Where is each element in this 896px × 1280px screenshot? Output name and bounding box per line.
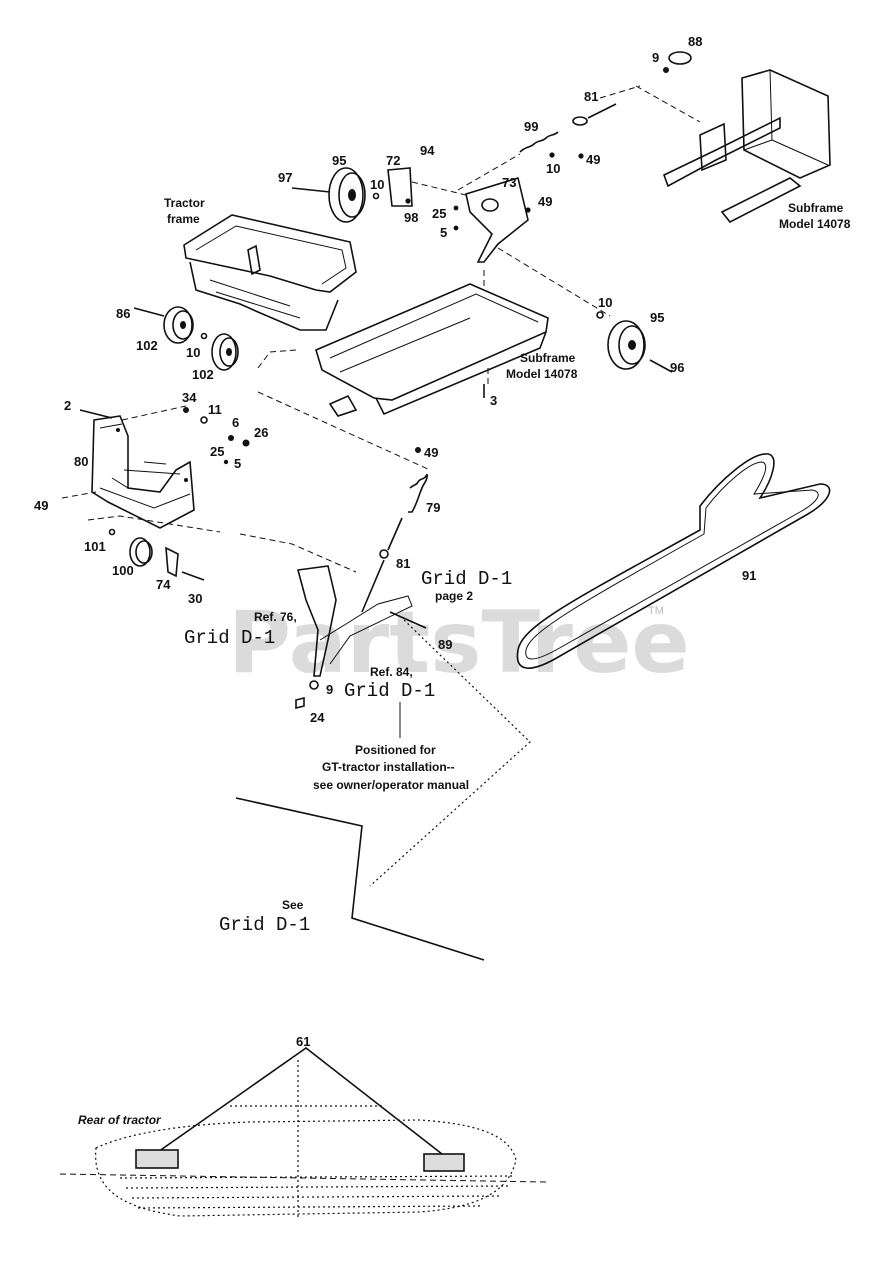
callout-26: 26 [254,425,268,440]
callout-10: 10 [370,177,384,192]
callout-79: 79 [426,500,440,515]
callout-72: 72 [386,153,400,168]
callout-74: 74 [156,577,171,592]
callout-10: 10 [186,345,200,360]
callout-99: 99 [524,119,538,134]
callout-49: 49 [34,498,48,513]
subframe-top-right-drawing [599,69,831,224]
callout-102: 102 [192,367,214,382]
callout-10: 10 [546,161,560,176]
callout-81: 81 [584,89,598,104]
lever-linkage-drawing [239,391,531,887]
watermark: PartsTree [228,593,690,693]
callout-88: 88 [688,34,702,49]
note-positioned-2: GT-tractor installation-- [322,760,455,774]
note-positioned-3: see owner/operator manual [313,778,469,792]
callout-102: 102 [136,338,158,353]
callout-6: 6 [232,415,239,430]
callout-61: 61 [296,1034,310,1049]
callout-101: 101 [84,539,106,554]
callout-49: 49 [538,194,552,209]
label-subframe-top-1: Subframe [788,201,844,215]
idler-pulley-right-drawing [497,247,673,373]
callout-25: 25 [210,444,224,459]
callout-96: 96 [670,360,684,375]
break-lines-drawing [235,797,485,961]
callout-89: 89 [438,637,452,652]
callout-80: 80 [74,454,88,469]
label-ref76: Ref. 76, [254,610,297,624]
note-positioned-1: Positioned for [355,743,436,757]
callout-86: 86 [116,306,130,321]
label-grid-ref84: Grid D-1 [344,680,435,702]
label-ref84: Ref. 84, [370,665,413,679]
callout-95: 95 [332,153,346,168]
callout-24: 24 [310,710,325,725]
callout-91: 91 [742,568,756,583]
label-subframe-top-2: Model 14078 [779,217,851,231]
callout-10: 10 [598,295,612,310]
trademark: TM [648,605,664,617]
callout-9: 9 [652,50,659,65]
hardware-top-drawing [457,51,692,191]
rear-of-tractor-drawing [59,1047,547,1220]
callout-94: 94 [420,143,435,158]
callout-73: 73 [502,175,516,190]
callout-3: 3 [490,393,497,408]
subframe-mid-drawing [315,270,549,417]
callout-2: 2 [64,398,71,413]
idler-pulley-top-drawing [291,167,531,263]
pulley-100-drawing [108,528,205,581]
label-grid-ref76: Grid D-1 [184,627,275,649]
callout-49: 49 [424,445,438,460]
label-see: See [282,898,304,912]
tractor-frame-drawing [183,214,357,369]
callout-97: 97 [278,170,292,185]
label-grid-see: Grid D-1 [219,914,310,936]
callout-30: 30 [188,591,202,606]
callout-81: 81 [396,556,410,571]
label-page2: page 2 [435,589,473,603]
callout-100: 100 [112,563,134,578]
callout-49: 49 [586,152,600,167]
pulleys-left-drawing [133,306,239,371]
callout-5: 5 [234,456,241,471]
callout-98: 98 [404,210,418,225]
label-tractor-frame-1: Tractor [164,196,205,210]
drive-belt-drawing [516,453,831,669]
label-rear-of-tractor: Rear of tractor [78,1113,162,1127]
callout-95: 95 [650,310,664,325]
callout-5: 5 [440,225,447,240]
callout-25: 25 [432,206,446,221]
callout-34: 34 [182,390,197,405]
bracket-80-drawing [61,405,250,533]
callout-9: 9 [326,682,333,697]
label-subframe-mid-1: Subframe [520,351,576,365]
label-tractor-frame-2: frame [167,212,200,226]
label-subframe-mid-2: Model 14078 [506,367,578,381]
callout-11: 11 [208,402,222,417]
label-grid-page2: Grid D-1 [421,568,512,590]
